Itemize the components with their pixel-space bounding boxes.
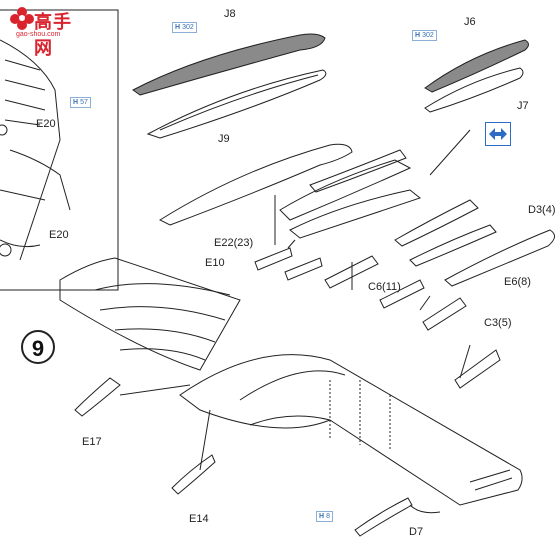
label-e14: E14	[189, 513, 209, 525]
tank-j8	[132, 33, 326, 96]
label-d3: D3(4)	[528, 204, 556, 216]
label-j7: J7	[517, 100, 529, 112]
label-e6: E6(8)	[504, 276, 531, 288]
label-j8: J8	[224, 8, 236, 20]
brand-name: 高手网	[34, 12, 72, 59]
label-e20-bottom: E20	[49, 229, 69, 241]
tank-large	[158, 143, 353, 226]
label-e10: E10	[205, 257, 225, 269]
step-number: 9	[21, 330, 55, 364]
tank-j9	[146, 69, 327, 139]
label-c3: C3(5)	[484, 317, 512, 329]
label-e17: E17	[82, 436, 102, 448]
part-e14	[171, 454, 216, 495]
brand-logo: 高手网 gao-shou.com	[4, 4, 82, 59]
label-e20-top: E20	[36, 118, 56, 130]
wing-left	[59, 257, 241, 371]
wing-right	[179, 354, 523, 506]
flower-icon	[10, 7, 34, 30]
inset-frame	[0, 9, 119, 291]
label-e22: E22(23)	[214, 237, 254, 249]
label-d7: D7	[409, 526, 424, 538]
label-c6: C6(11)	[368, 281, 401, 293]
missile-d3	[444, 229, 555, 287]
label-j6: J6	[464, 16, 476, 28]
swap-arrows-icon	[485, 122, 511, 146]
tank-j6	[424, 39, 529, 93]
brand-url: gao-shou.com	[16, 31, 61, 38]
part-e17	[74, 377, 121, 417]
tank-j7	[424, 67, 524, 113]
part-d7	[354, 497, 413, 537]
label-j9: J9	[218, 133, 230, 145]
